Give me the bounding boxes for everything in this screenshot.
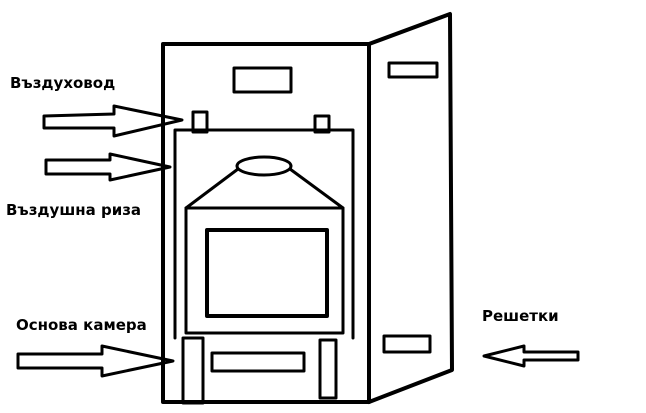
base-chamber-right-leg xyxy=(318,338,338,400)
label-grilles: Решетки xyxy=(482,307,559,325)
label-air-duct: Въздуховод xyxy=(10,74,116,92)
arrow-base-chamber xyxy=(16,344,175,378)
arrow-grilles xyxy=(482,344,580,368)
label-base-chamber: Основа камера xyxy=(16,316,147,334)
side-grille-top xyxy=(387,61,439,79)
arrow-air-jacket xyxy=(44,152,172,182)
base-chamber-slot xyxy=(210,351,306,373)
firebox-hood xyxy=(184,167,345,210)
housing-front xyxy=(161,42,371,404)
firebox-window xyxy=(205,228,329,318)
flue-opening xyxy=(235,155,293,177)
top-vent xyxy=(232,66,293,94)
side-grille-bottom xyxy=(382,334,432,354)
arrow-air-duct xyxy=(42,104,184,138)
air-duct-connector-right xyxy=(313,114,331,134)
air-jacket-frame xyxy=(173,128,355,340)
label-air-jacket: Въздушна риза xyxy=(6,201,142,219)
firebox-body xyxy=(184,206,345,335)
base-chamber-left-leg xyxy=(181,336,205,405)
air-duct-connector-left xyxy=(191,110,209,134)
housing-side xyxy=(367,12,454,404)
